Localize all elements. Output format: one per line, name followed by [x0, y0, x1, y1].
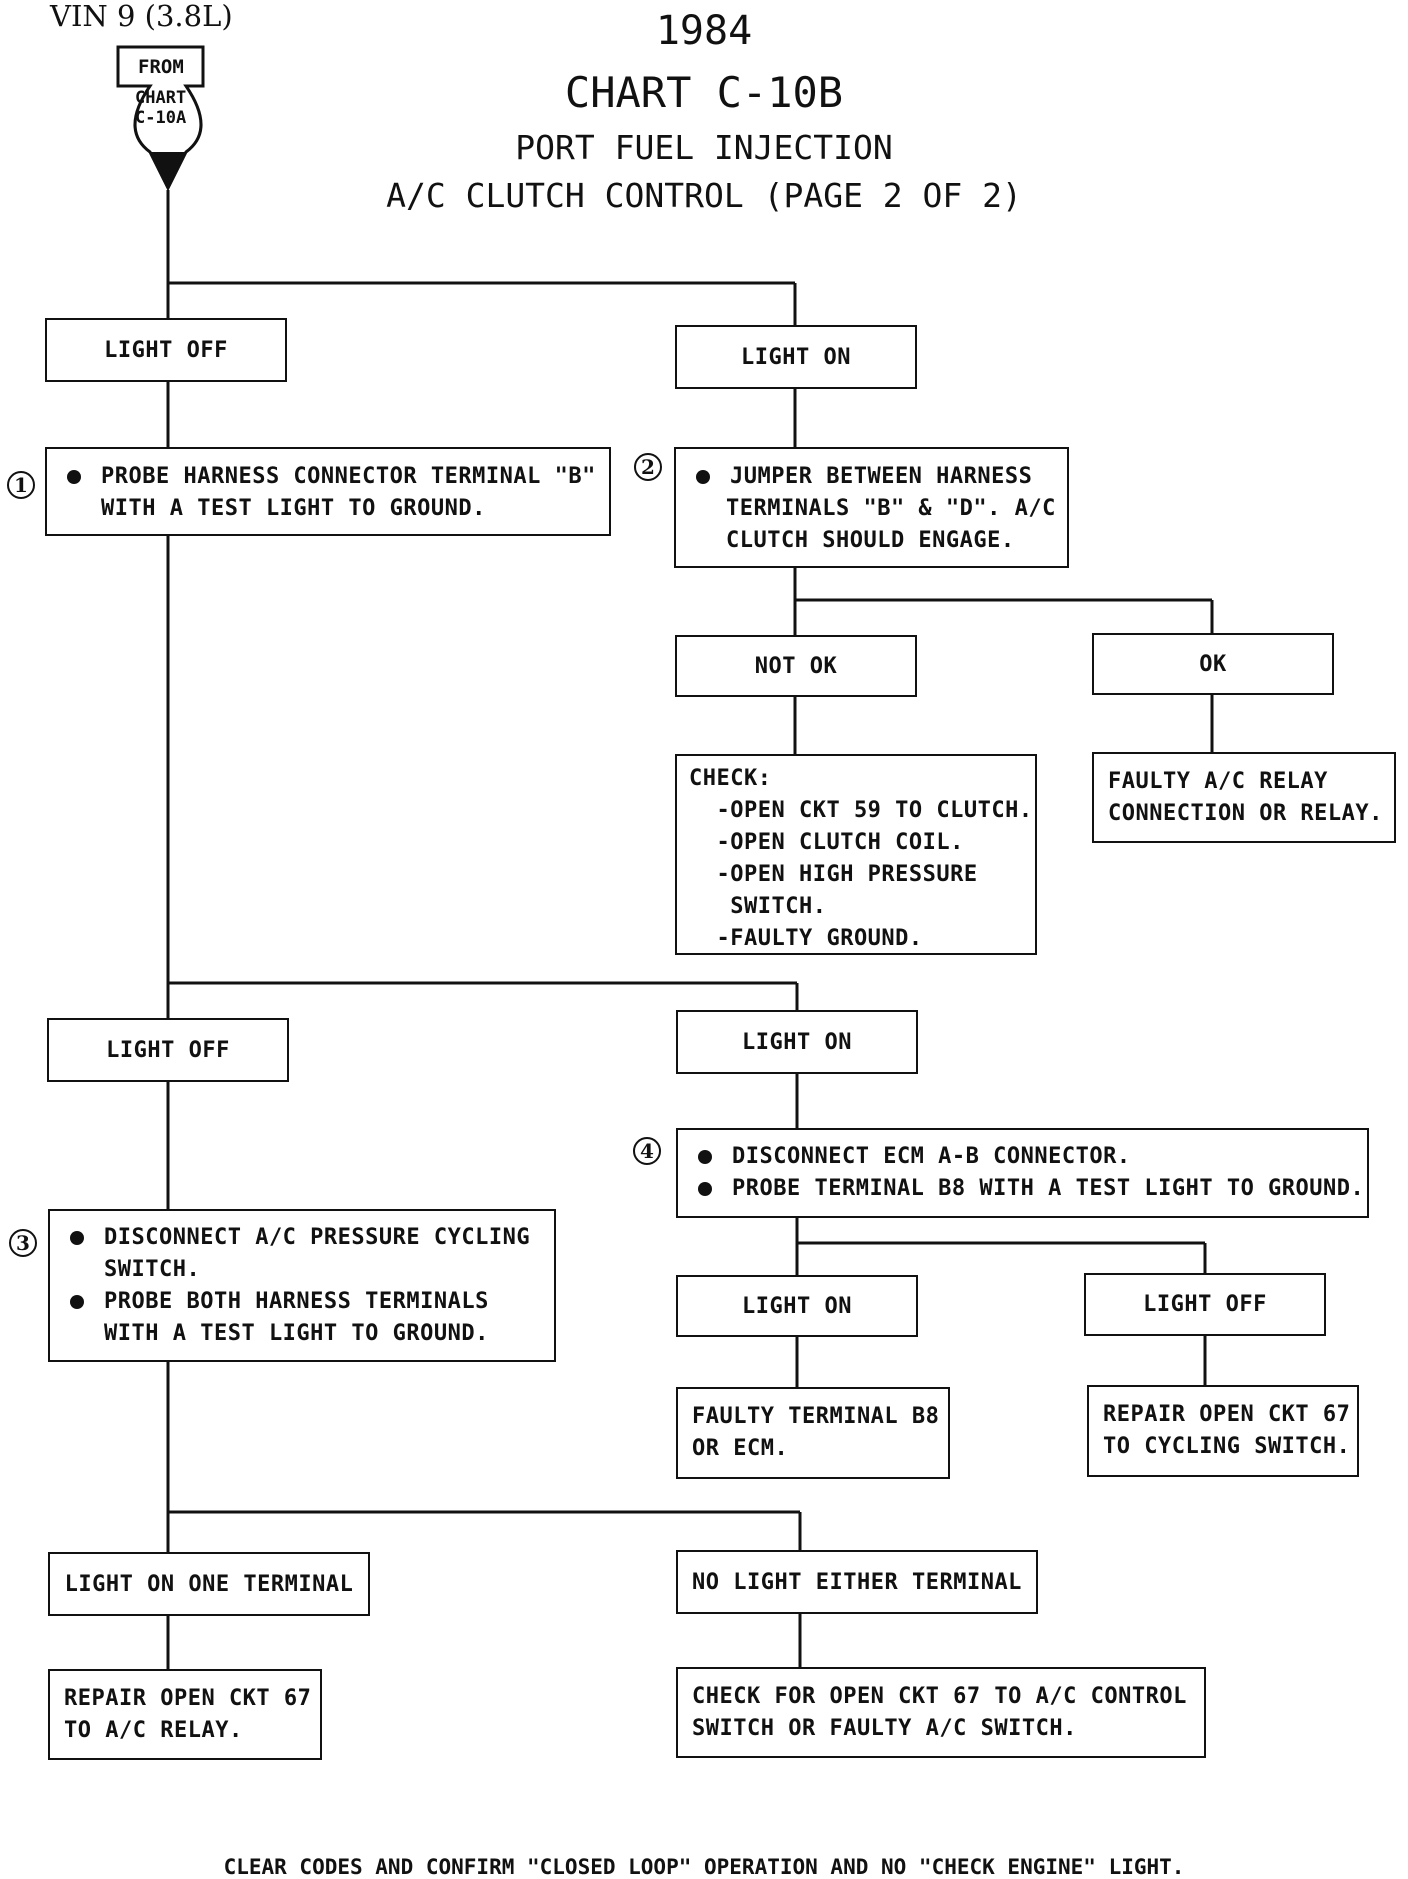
repair-cycling-box: REPAIR OPEN CKT 67 TO CYCLING SWITCH. — [1087, 1385, 1359, 1477]
check-open-line-1: CHECK FOR OPEN CKT 67 TO A/C CONTROL — [692, 1684, 1187, 1709]
bullet-icon — [70, 1295, 84, 1309]
ok-label: OK — [1199, 651, 1227, 677]
bullet-icon — [698, 1182, 712, 1196]
light-on-label-3: LIGHT ON — [742, 1293, 852, 1319]
check-list-box: CHECK: -OPEN CKT 59 TO CLUTCH. -OPEN CLU… — [675, 754, 1037, 955]
no-light-either-label: NO LIGHT EITHER TERMINAL — [692, 1569, 1022, 1595]
not-ok-label: NOT OK — [754, 653, 838, 679]
light-off-box-2: LIGHT OFF — [47, 1018, 289, 1082]
step-number-3: 3 — [9, 1229, 37, 1257]
light-off-label-3: LIGHT OFF — [1143, 1292, 1267, 1317]
light-on-label-1: LIGHT ON — [741, 344, 851, 370]
repair-cycling-line-2: TO CYCLING SWITCH. — [1103, 1434, 1351, 1459]
step-number-4: 4 — [633, 1137, 661, 1165]
light-off-box-1: LIGHT OFF — [45, 318, 287, 382]
entry-chart: CHART — [135, 88, 187, 108]
repair-relay-box: REPAIR OPEN CKT 67 TO A/C RELAY. — [48, 1669, 322, 1760]
not-ok-box: NOT OK — [675, 635, 917, 697]
bullet-icon — [70, 1231, 84, 1245]
disconnect-ac-box: DISCONNECT A/C PRESSURE CYCLING SWITCH. … — [48, 1209, 556, 1362]
step-number-2: 2 — [634, 453, 662, 481]
light-off-label-2: LIGHT OFF — [106, 1037, 230, 1063]
faulty-b8-box: FAULTY TERMINAL B8 OR ECM. — [676, 1387, 950, 1479]
light-on-box-2: LIGHT ON — [676, 1010, 918, 1074]
bullet-icon — [698, 1150, 712, 1164]
chart-subtitle-fuel: PORT FUEL INJECTION — [515, 128, 893, 167]
bullet-icon — [696, 470, 710, 484]
check-open-line-2: SWITCH OR FAULTY A/C SWITCH. — [692, 1716, 1077, 1741]
ac-line-2: SWITCH. — [104, 1257, 201, 1282]
check-open-box: CHECK FOR OPEN CKT 67 TO A/C CONTROL SWI… — [676, 1667, 1206, 1758]
chart-title: CHART C-10B — [564, 68, 844, 117]
faulty-relay-line-2: CONNECTION OR RELAY. — [1108, 801, 1383, 826]
check-line-3: -OPEN CLUTCH COIL. — [689, 830, 964, 855]
ecm-line-2: PROBE TERMINAL B8 WITH A TEST LIGHT TO G… — [732, 1176, 1365, 1201]
disconnect-ecm-box: DISCONNECT ECM A-B CONNECTOR. PROBE TERM… — [676, 1128, 1369, 1218]
light-off-label-1: LIGHT OFF — [104, 337, 228, 363]
light-on-box-3: LIGHT ON — [676, 1275, 918, 1337]
probe-b-line-2: WITH A TEST LIGHT TO GROUND. — [101, 496, 486, 521]
ok-box: OK — [1092, 633, 1334, 695]
check-line-6: -FAULTY GROUND. — [689, 926, 923, 951]
ecm-line-1: DISCONNECT ECM A-B CONNECTOR. — [732, 1144, 1131, 1169]
light-one-terminal-label: LIGHT ON ONE TERMINAL — [64, 1571, 354, 1597]
jumper-line-2: TERMINALS "B" & "D". A/C — [726, 496, 1056, 521]
check-line-4: -OPEN HIGH PRESSURE — [689, 862, 978, 887]
faulty-b8-line-2: OR ECM. — [692, 1436, 789, 1461]
light-one-terminal-box: LIGHT ON ONE TERMINAL — [48, 1552, 370, 1616]
jumper-line-1: JUMPER BETWEEN HARNESS — [730, 464, 1033, 489]
vin-label: VIN 9 (3.8L) — [50, 0, 233, 33]
repair-cycling-line-1: REPAIR OPEN CKT 67 — [1103, 1402, 1351, 1427]
light-on-label-2: LIGHT ON — [742, 1029, 852, 1055]
entry-chart-id: C-10A — [135, 108, 187, 128]
jumper-terminals-box: JUMPER BETWEEN HARNESS TERMINALS "B" & "… — [674, 447, 1069, 568]
connector-lines — [166, 190, 1214, 1669]
repair-relay-line-2: TO A/C RELAY. — [64, 1718, 243, 1743]
faulty-b8-line-1: FAULTY TERMINAL B8 — [692, 1404, 940, 1429]
faulty-relay-box: FAULTY A/C RELAY CONNECTION OR RELAY. — [1092, 752, 1396, 843]
chart-subtitle-clutch: A/C CLUTCH CONTROL (PAGE 2 OF 2) — [386, 176, 1022, 215]
footer-note: CLEAR CODES AND CONFIRM "CLOSED LOOP" OP… — [223, 1855, 1185, 1879]
chart-year: 1984 — [655, 8, 753, 54]
faulty-relay-line-1: FAULTY A/C RELAY — [1108, 769, 1328, 794]
ac-line-3: PROBE BOTH HARNESS TERMINALS — [104, 1289, 489, 1314]
ac-line-1: DISCONNECT A/C PRESSURE CYCLING — [104, 1225, 531, 1250]
light-off-box-3: LIGHT OFF — [1084, 1273, 1326, 1336]
repair-relay-line-1: REPAIR OPEN CKT 67 — [64, 1686, 312, 1711]
jumper-line-3: CLUTCH SHOULD ENGAGE. — [726, 528, 1015, 553]
entry-tag-point — [150, 152, 186, 190]
check-line-2: -OPEN CKT 59 TO CLUTCH. — [689, 798, 1033, 823]
no-light-either-box: NO LIGHT EITHER TERMINAL — [676, 1550, 1038, 1614]
check-line-5: SWITCH. — [689, 894, 827, 919]
entry-from: FROM — [138, 56, 184, 78]
bullet-icon — [67, 470, 81, 484]
probe-terminal-b-box: PROBE HARNESS CONNECTOR TERMINAL "B" WIT… — [45, 447, 611, 536]
step-number-1: 1 — [7, 471, 35, 499]
light-on-box-1: LIGHT ON — [675, 325, 917, 389]
ac-line-4: WITH A TEST LIGHT TO GROUND. — [104, 1321, 489, 1346]
check-line-1: CHECK: — [689, 766, 772, 791]
probe-b-line-1: PROBE HARNESS CONNECTOR TERMINAL "B" — [101, 464, 596, 489]
